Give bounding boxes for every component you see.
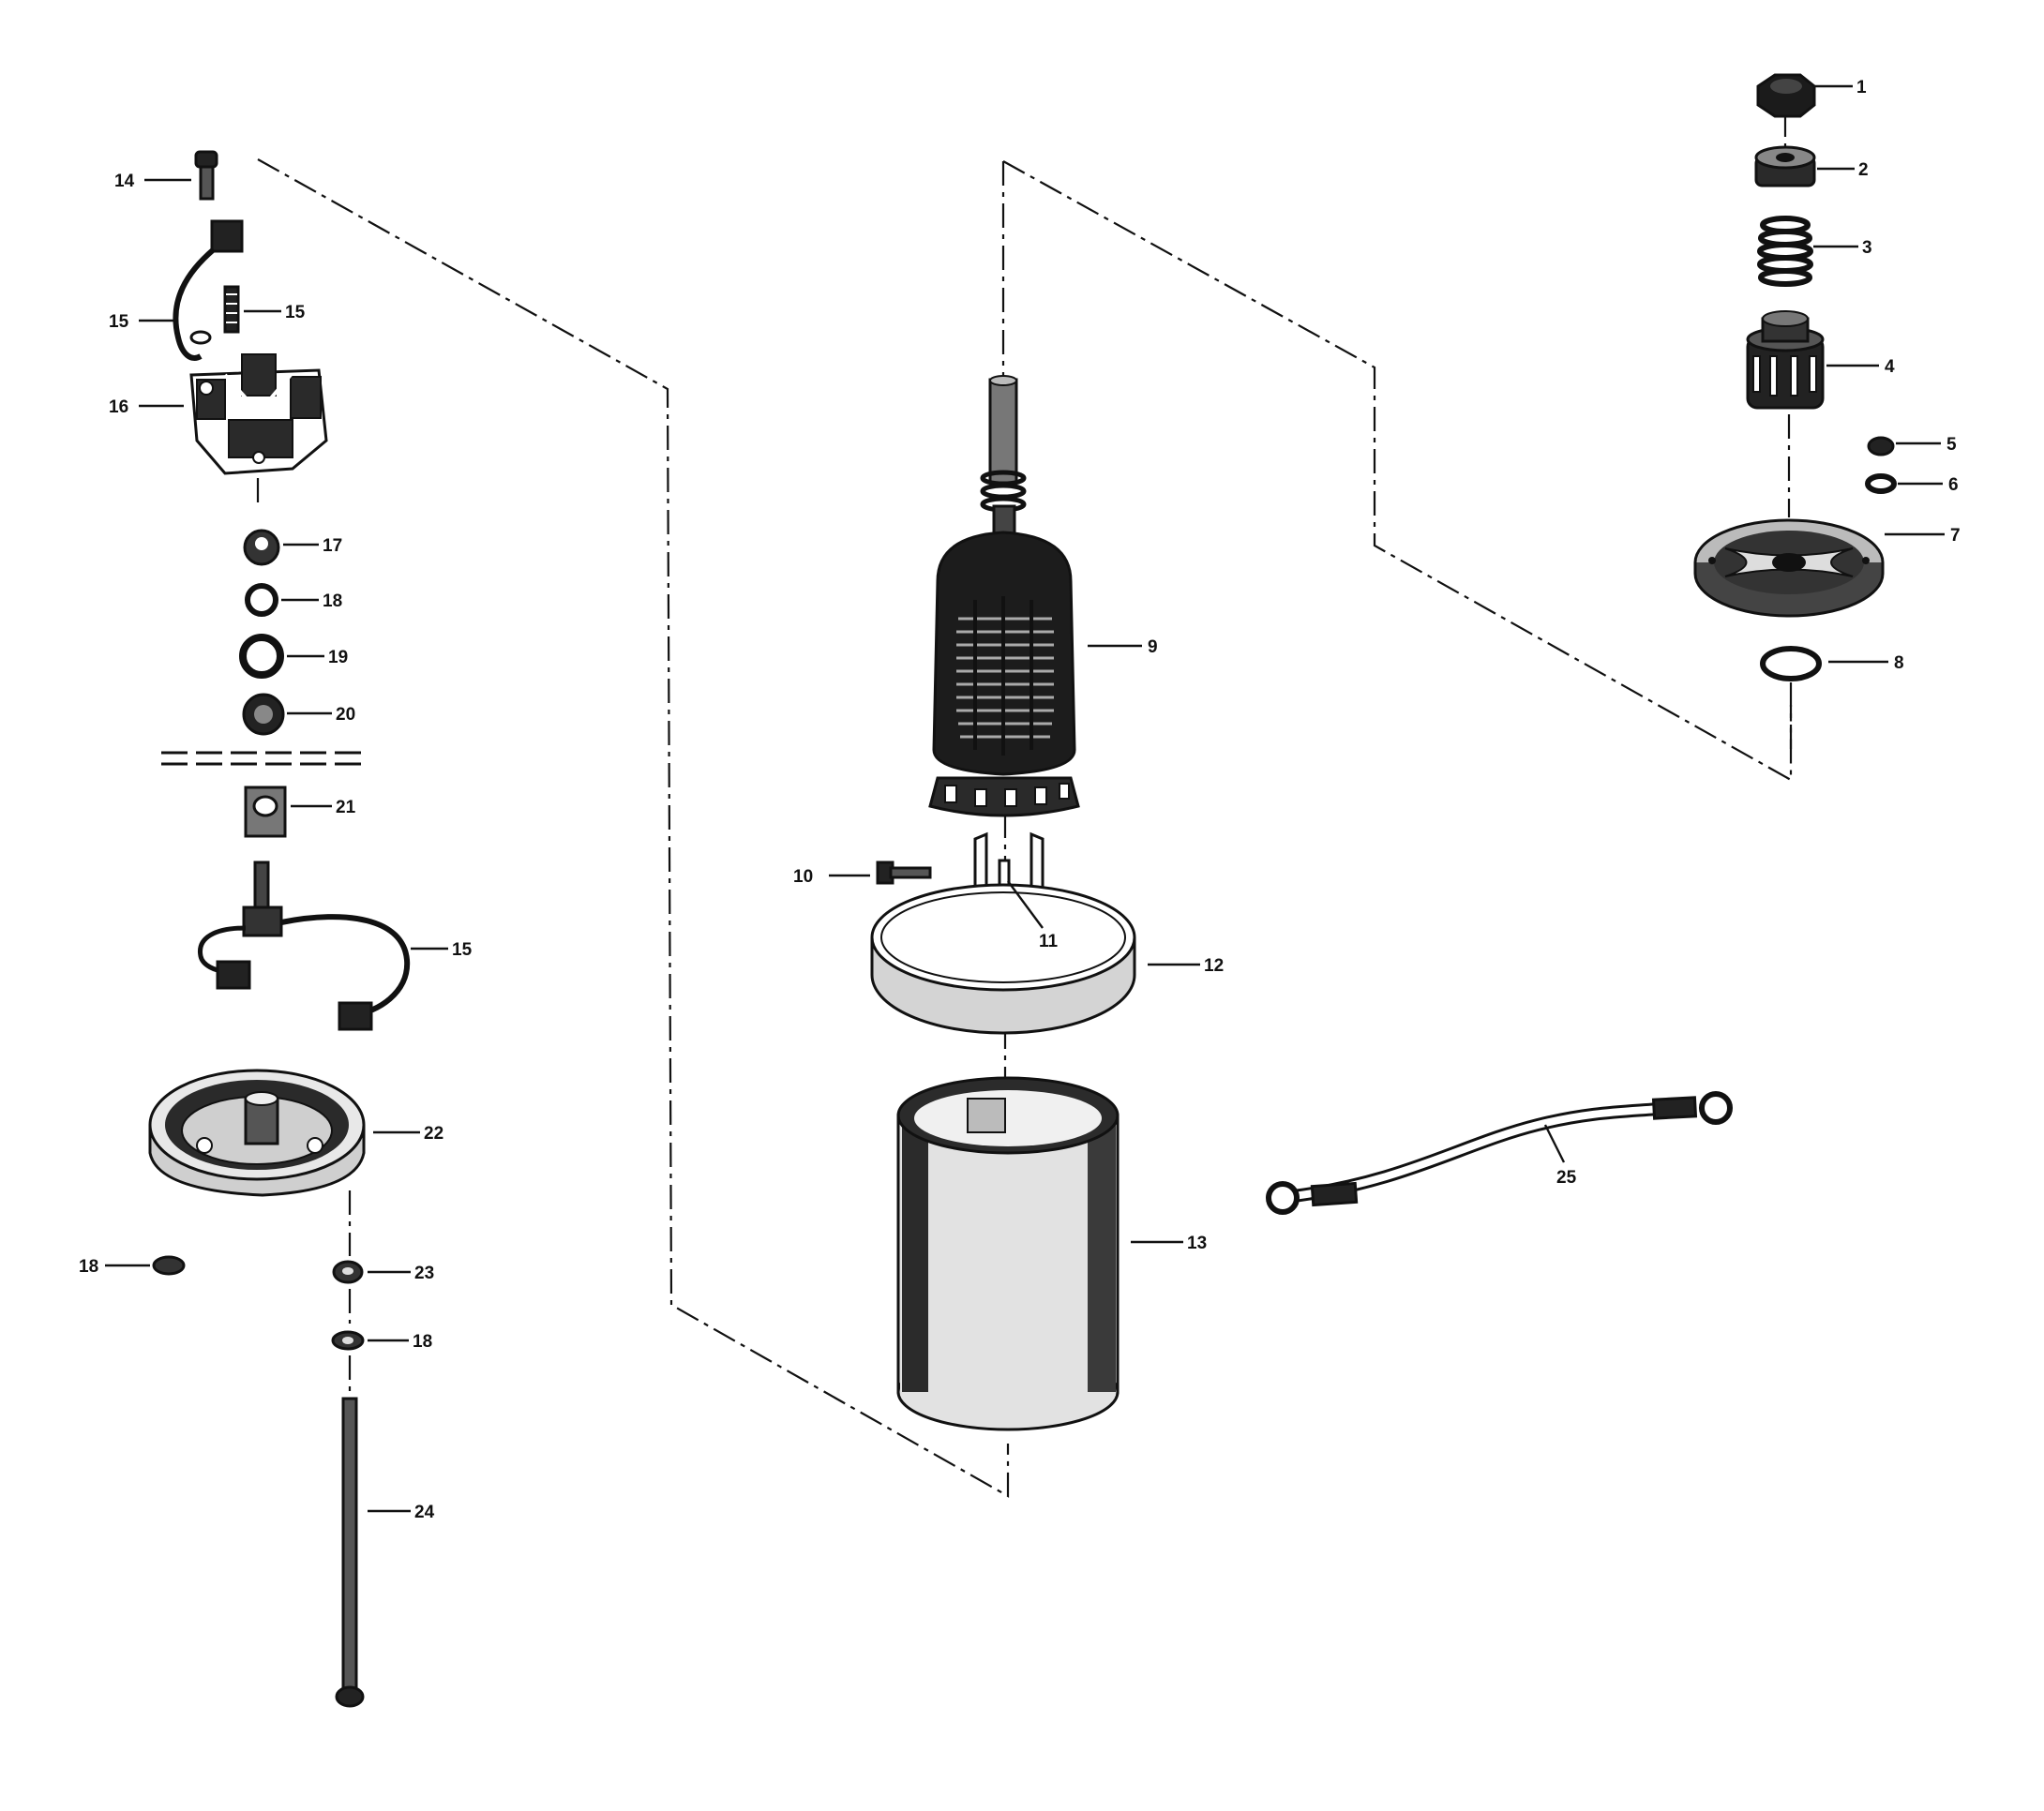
drive-end-head-part	[1693, 518, 1885, 618]
terminal-stud-brush-set-part	[198, 861, 411, 1031]
callout-16: 16	[109, 397, 128, 417]
callout-1: 1	[1856, 78, 1867, 97]
small-nut-part	[1867, 436, 1895, 456]
screw-part	[194, 150, 218, 201]
callout-14: 14	[114, 172, 135, 191]
callout-25: 25	[1556, 1168, 1577, 1188]
callout-9: 9	[1148, 637, 1158, 657]
frame-housing-part	[896, 1076, 1120, 1431]
callout-12: 12	[1204, 956, 1224, 976]
callout-4: 4	[1885, 357, 1895, 377]
spring-part	[1757, 216, 1813, 287]
drive-pinion-part	[1746, 310, 1825, 410]
field-ring-part	[870, 883, 1136, 1035]
callout-21: 21	[336, 798, 356, 817]
callout-2: 2	[1858, 160, 1869, 180]
brush-spring-part	[223, 285, 240, 334]
through-bolt-part	[335, 1397, 365, 1708]
commutator-end-head-part	[148, 1069, 366, 1197]
battery-cable-part	[1266, 1091, 1733, 1215]
through-bolt-nut-part	[332, 1260, 364, 1284]
callout-numbers: 1 2 3 4 5 6 7 8 9 10 11 12 13 14 15 15 1…	[79, 78, 1961, 1522]
pole-shoe-screw-part	[876, 861, 932, 885]
flat-washer-part	[239, 634, 284, 679]
callout-22: 22	[424, 1124, 443, 1144]
terminal-nut-part	[243, 529, 280, 566]
callout-23: 23	[414, 1264, 434, 1283]
callout-15-brushes: 15	[452, 940, 473, 960]
callout-18-upper: 18	[323, 591, 342, 611]
callout-leaders	[105, 84, 1945, 1513]
insulator-block-part	[244, 786, 287, 838]
callout-13: 13	[1187, 1234, 1207, 1253]
callout-18-lower: 18	[413, 1332, 432, 1352]
insulating-washer-part-lower	[152, 1255, 186, 1276]
lockwasher-part	[1865, 473, 1897, 494]
callout-7: 7	[1950, 526, 1961, 546]
armature-part	[928, 375, 1080, 817]
callout-11: 11	[1039, 932, 1059, 951]
callout-24: 24	[414, 1503, 435, 1522]
thrust-washer-part	[1760, 646, 1822, 681]
brush-holder-part	[189, 353, 328, 475]
callout-6: 6	[1948, 475, 1959, 495]
lockwasher-part-upper	[245, 583, 278, 617]
callout-3: 3	[1862, 238, 1872, 258]
collar-part	[1754, 145, 1816, 187]
callout-5: 5	[1946, 435, 1957, 455]
callout-19: 19	[328, 648, 348, 667]
callout-20: 20	[336, 705, 355, 725]
brush-lead-part	[173, 219, 244, 361]
callout-18-left: 18	[79, 1257, 98, 1277]
lockwasher-part-lower	[331, 1330, 365, 1351]
callout-15-lead: 15	[109, 312, 129, 332]
callout-10: 10	[793, 867, 813, 887]
insulating-washer-part	[242, 693, 285, 736]
callout-8: 8	[1894, 653, 1904, 673]
nut-part	[1756, 73, 1816, 118]
callout-15-spring: 15	[285, 303, 306, 322]
callout-17: 17	[323, 536, 342, 556]
